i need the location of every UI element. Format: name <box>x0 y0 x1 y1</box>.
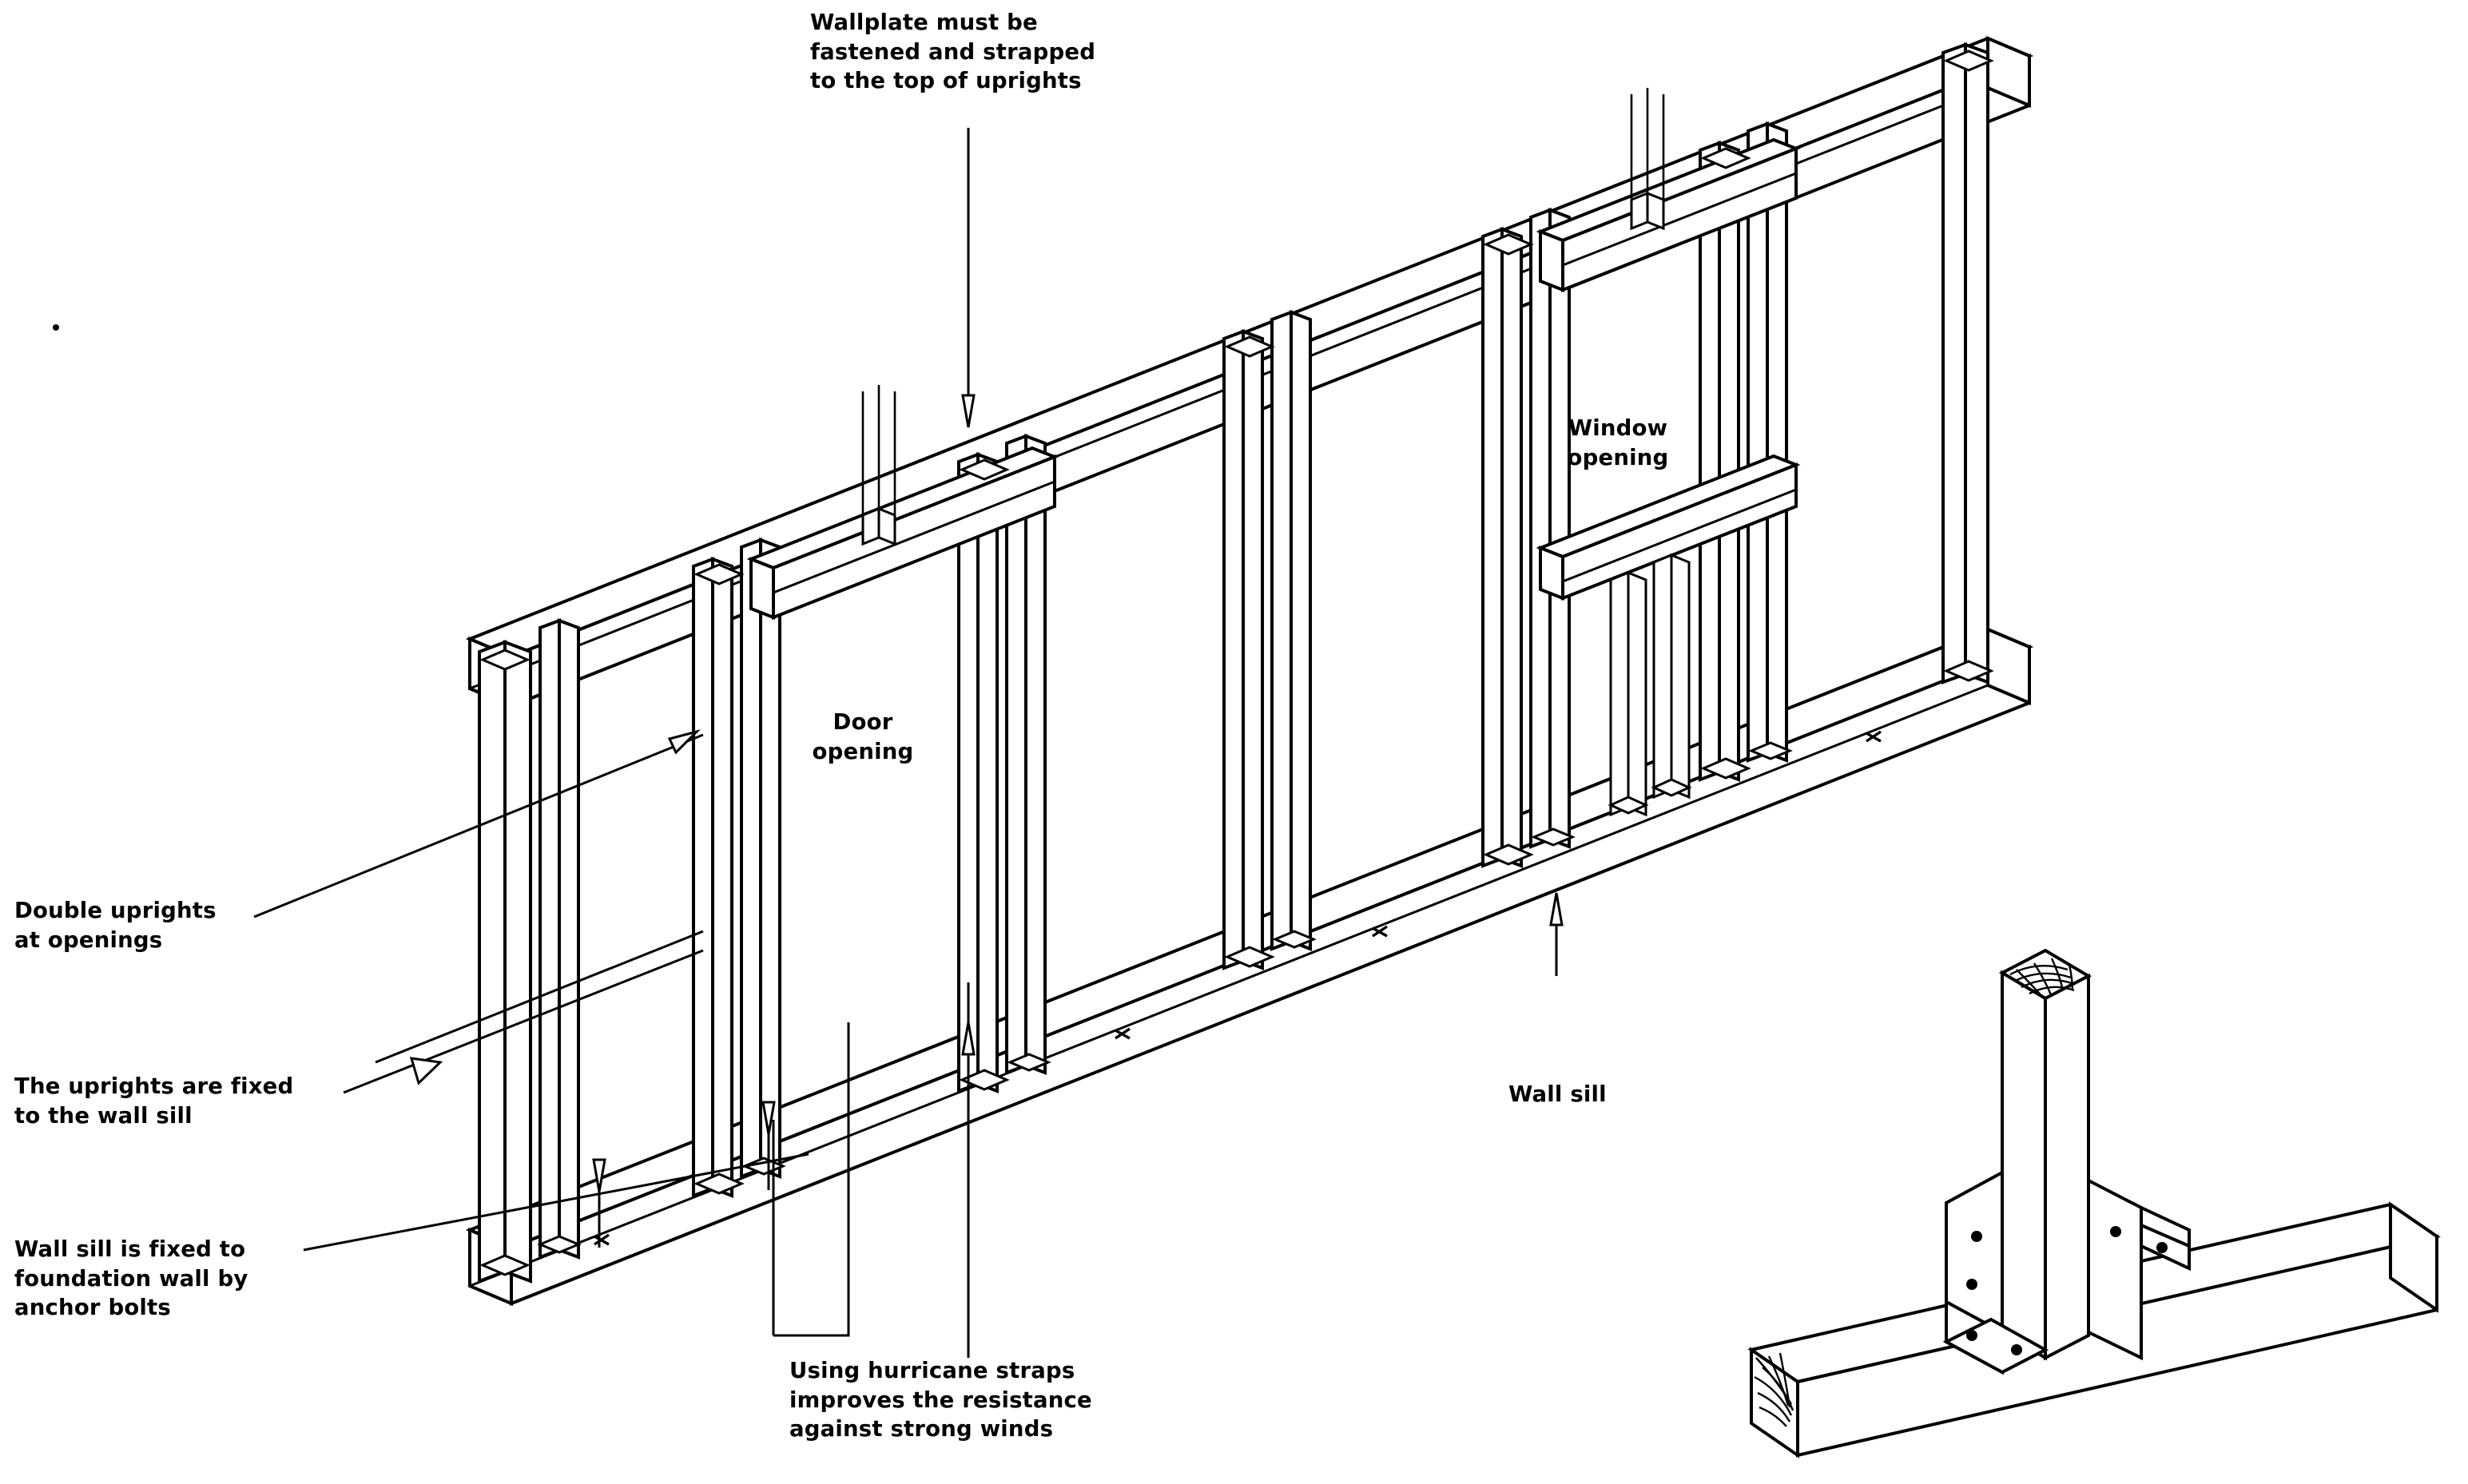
stray-mark <box>53 324 59 331</box>
upright-left-inner <box>539 618 580 1260</box>
uprights-fixed-note: The uprights are fixed to the wall sill <box>14 1073 294 1129</box>
upright-right-end <box>1941 42 1989 684</box>
upright-window-left-a <box>1481 227 1523 868</box>
upright-window-right-a <box>1699 141 1740 782</box>
window-opening-label: Window opening <box>1567 415 1669 470</box>
upright-door-left-b <box>740 538 781 1179</box>
strap-bracket-right <box>2087 1177 2191 1361</box>
upright-window-right-b <box>1747 121 1788 763</box>
upright-mid-b <box>1270 310 1312 951</box>
door-opening-label: Door opening <box>812 709 914 764</box>
stud-below-window-b <box>1652 553 1691 800</box>
wood-grain-end-post <box>2009 958 2075 999</box>
wall-sill-anchor-note: Wall sill is fixed to foundation wall by… <box>14 1236 248 1321</box>
wood-grain-end-sill <box>1754 1352 1794 1427</box>
upright-door-right-a <box>957 452 999 1093</box>
wallplate-note: Wallplate must be fastened and strapped … <box>810 10 1096 94</box>
upright-mid-a <box>1222 329 1264 970</box>
double-uprights-note: Double uprights at openings <box>14 898 217 953</box>
detail-upright-post <box>1998 948 2092 1361</box>
stud-below-window-a <box>1609 570 1647 817</box>
strap-detail-inset <box>1747 948 2441 1458</box>
upright-window-left-b <box>1529 208 1571 849</box>
cripple-stud-window <box>1630 88 1665 231</box>
strap-top-group <box>479 50 1994 671</box>
wall-sill-label: Wall sill <box>1508 1081 1607 1107</box>
hurricane-straps-note: Using hurricane straps improves the resi… <box>789 1358 1092 1442</box>
upright-left-end <box>478 640 532 1284</box>
upright-door-right-b <box>1005 434 1047 1075</box>
anchor-bolt-marks <box>594 730 1882 1246</box>
leader-lines <box>253 128 1564 1358</box>
window-sill-member <box>1536 454 1801 601</box>
strap-base-group <box>479 660 1994 1276</box>
cripple-stud-door <box>861 385 896 546</box>
wall-frame-assembly <box>465 35 2034 1307</box>
upright-door-left-a <box>692 557 733 1198</box>
strap-bracket-left <box>1942 1169 2049 1375</box>
